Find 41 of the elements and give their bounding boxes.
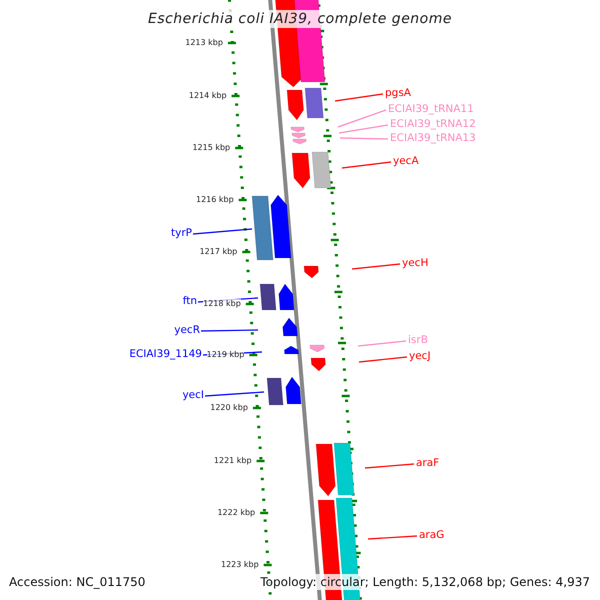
gene-label: ECIAI39_tRNA12 (390, 118, 476, 131)
gene-label: araF (416, 457, 440, 470)
scale-label: 1217 kbp (200, 247, 238, 257)
gene-label: yecI (182, 389, 204, 402)
leader-line (342, 161, 392, 169)
gene-label: yecH (402, 257, 428, 270)
gene-label: araG (419, 529, 444, 542)
scale-label: 1222 kbp (217, 508, 256, 518)
leader-line (358, 356, 408, 363)
scale-label: 1220 kbp (210, 403, 248, 413)
leader-line (352, 263, 400, 270)
scale-label: 1216 kbp (196, 195, 234, 205)
scale-label: 1215 kbp (192, 143, 230, 153)
accession-text: Accession: NC_011750 (7, 574, 148, 590)
gene-label: ECIAI39_1149 (129, 348, 202, 361)
leader-line (338, 109, 386, 128)
scale-label: 1214 kbp (188, 91, 227, 101)
scale-label: 1218 kbp (203, 299, 241, 309)
gene-label: ECIAI39_tRNA13 (390, 132, 476, 145)
leader-line (334, 93, 384, 102)
leader-line (368, 535, 418, 540)
leader-line (358, 340, 406, 347)
genome-stats-text: Topology: circular; Length: 5,132,068 bp; Genes: 4,937 (258, 574, 592, 590)
gene-label: yecJ (409, 350, 431, 363)
gene-label: isrB (408, 334, 428, 347)
leader-line (192, 228, 252, 235)
leader-line (338, 124, 388, 134)
scale-label: 1219 kbp (206, 350, 244, 360)
gene-label: ftn (182, 295, 197, 308)
gene-label: pgsA (385, 87, 411, 100)
gene-label: tyrP (171, 227, 192, 240)
scale-label: 1223 kbp (221, 560, 259, 570)
leader-line (340, 137, 388, 140)
gene-label: yecA (393, 155, 419, 168)
leader-line (204, 391, 264, 397)
gene-label: yecR (174, 324, 200, 337)
gene-label: ECIAI39_tRNA11 (388, 103, 474, 116)
leader-line (364, 463, 414, 469)
scale-label: 1221 kbp (214, 456, 252, 466)
leader-line (200, 329, 258, 332)
scale-label: 1213 kbp (185, 38, 223, 48)
